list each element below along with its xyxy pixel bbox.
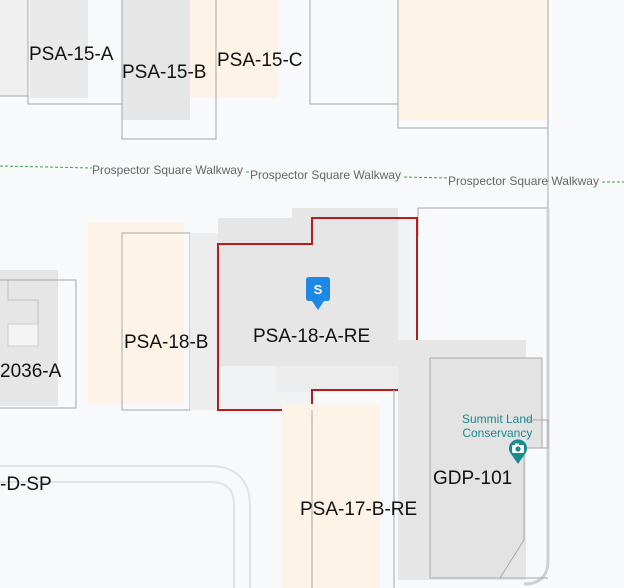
- walkway-label: Prospector Square Walkway: [448, 174, 599, 188]
- building-shape: [30, 0, 88, 98]
- marker-letter: S: [314, 282, 323, 297]
- walkway-label: Prospector Square Walkway: [250, 168, 401, 182]
- parcel-label-psa-15-a[interactable]: PSA-15-A: [29, 44, 114, 65]
- parcel-label-2036-a[interactable]: 2036-A: [0, 361, 62, 382]
- poi-name-line1: Summit Land: [462, 412, 533, 426]
- lot-shape: [88, 222, 184, 404]
- parcel-label-psa-15-b[interactable]: PSA-15-B: [122, 62, 207, 83]
- parcel-label-psa-18-b[interactable]: PSA-18-B: [124, 332, 209, 353]
- camera-icon[interactable]: [507, 439, 529, 465]
- poi-name-line2: Conservancy: [462, 426, 533, 440]
- building-shape: [122, 0, 190, 120]
- lot-shape: [190, 0, 278, 98]
- lot-shape: [0, 0, 28, 96]
- lot-shape: [398, 0, 548, 120]
- selected-parcel-outline: [217, 217, 418, 411]
- walkway-label: Prospector Square Walkway: [92, 163, 243, 177]
- parcel-label-gdp-101[interactable]: GDP-101: [433, 468, 513, 489]
- parcel-label-psa-17-b-re[interactable]: PSA-17-B-RE: [300, 499, 418, 520]
- map-marker-icon[interactable]: S: [306, 277, 330, 311]
- parcel-label-d-sp[interactable]: -D-SP: [0, 474, 52, 495]
- parcel-label-psa-15-c[interactable]: PSA-15-C: [217, 50, 303, 71]
- poi-label[interactable]: Summit Land Conservancy: [462, 412, 533, 440]
- parcel-label-psa-18-a-re[interactable]: PSA-18-A-RE: [253, 326, 371, 347]
